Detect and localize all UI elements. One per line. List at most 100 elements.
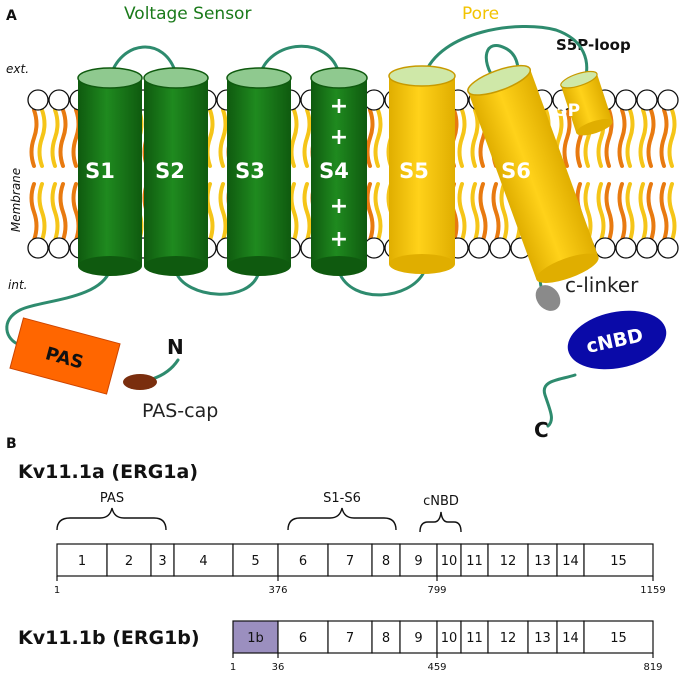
panel-a-label: A: [6, 8, 17, 24]
exon-label: 8: [382, 554, 390, 569]
ext-label: ext.: [6, 62, 29, 76]
membrane-label: Membrane: [9, 168, 23, 232]
exon-label: 14: [562, 554, 579, 569]
lipid-head: [48, 89, 70, 111]
exon-box: [583, 620, 654, 654]
exon-label: 7: [346, 631, 354, 646]
domain-pas-label: PAS: [100, 491, 124, 506]
s5p-loop-label: S5P-loop: [556, 36, 631, 54]
exon-box: [460, 620, 489, 654]
tick-label: 1159: [640, 585, 665, 596]
lipid-head: [657, 89, 679, 111]
helix-5p: [560, 70, 613, 136]
helix-s4: [310, 67, 368, 276]
cnbd-domain: cNBD: [567, 310, 667, 370]
helix-s5: [388, 65, 456, 274]
s2-label: S2: [155, 159, 185, 183]
kv11-1b-title: Kv11.1b (ERG1b): [18, 627, 200, 649]
exon-box: [277, 620, 329, 654]
exon-box: [487, 543, 529, 577]
helix-s3: [226, 67, 292, 276]
exon-label: 1b: [247, 631, 264, 646]
lipid-head: [615, 237, 637, 259]
tick-label: 459: [427, 662, 446, 673]
exon-box: [556, 620, 585, 654]
exon-box: [106, 543, 152, 577]
s4-charge-4: +: [330, 227, 348, 252]
exon-label: 6: [299, 631, 307, 646]
s3-label: S3: [235, 159, 265, 183]
pas-cap-label: PAS-cap: [142, 400, 218, 422]
exon-label: 1: [78, 554, 86, 569]
exon-label: 13: [534, 631, 551, 646]
exon-label: 14: [562, 631, 579, 646]
exon-box: [399, 543, 438, 577]
tick-label: 799: [427, 585, 446, 596]
s5-label: S5: [399, 159, 429, 183]
tick-label: 1: [230, 662, 236, 673]
lipid-head: [594, 237, 616, 259]
pas-cap-shape: [123, 374, 157, 390]
exon-label: 15: [610, 554, 627, 569]
exon-label: 13: [534, 554, 551, 569]
exon-label: 5: [251, 554, 259, 569]
exon-box: [232, 543, 279, 577]
c-terminus-label: C: [534, 418, 549, 442]
lipid-head: [27, 237, 49, 259]
exon-box: [583, 543, 654, 577]
exon-label: 11: [466, 554, 483, 569]
s4-label: S4: [319, 159, 349, 183]
helix-s2: [143, 67, 209, 276]
exon-box: [487, 620, 529, 654]
exon-label: 2: [125, 554, 133, 569]
lipid-head: [657, 237, 679, 259]
exon-box: [371, 543, 401, 577]
s4-charge-3: +: [330, 194, 348, 219]
exon-box: [460, 543, 489, 577]
pore-helix-label: 5P: [556, 101, 580, 121]
exon-label: 10: [441, 554, 458, 569]
exon-box: [277, 543, 329, 577]
lipid-head: [27, 89, 49, 111]
lipid-head: [636, 89, 658, 111]
domain-brackets: [56, 507, 462, 533]
lipid-head: [489, 237, 511, 259]
exon-label: 6: [299, 554, 307, 569]
c-linker-shape: [535, 285, 561, 311]
kv11-1a-title: Kv11.1a (ERG1a): [18, 461, 198, 483]
exon-label: 12: [500, 631, 517, 646]
exon-label: 10: [441, 631, 458, 646]
panel-b-label: B: [6, 436, 17, 452]
exon-label: 9: [414, 554, 422, 569]
exon-box: [327, 620, 373, 654]
exon-label: 9: [414, 631, 422, 646]
exon-label: 12: [500, 554, 517, 569]
exon-box: [436, 543, 462, 577]
s1-label: S1: [85, 159, 115, 183]
n-terminus-label: N: [167, 335, 184, 359]
s4-charge-2: +: [330, 125, 348, 150]
exon-label: 4: [199, 554, 207, 569]
s4-charge-1: +: [330, 94, 348, 119]
voltage-sensor-title: Voltage Sensor: [124, 4, 251, 24]
exon-label: 15: [610, 631, 627, 646]
lipid-head: [636, 237, 658, 259]
exon-box: [527, 620, 558, 654]
exon-label: 8: [382, 631, 390, 646]
s6-label: S6: [501, 159, 531, 183]
exon-label: 11: [466, 631, 483, 646]
exon-box: [399, 620, 438, 654]
lipid-head: [468, 237, 490, 259]
domain-s1-s6-label: S1-S6: [323, 491, 361, 506]
domain-cnbd-label: cNBD: [423, 494, 459, 509]
tick-label: 1: [54, 585, 60, 596]
kv11-1b-exon-row: 1b 6 7 8 9 10 11 12 13 14 15: [232, 620, 654, 654]
int-label: int.: [8, 278, 27, 292]
pore-title: Pore: [462, 4, 499, 24]
exon-label: 3: [158, 554, 166, 569]
exon-label: 7: [346, 554, 354, 569]
exon-box: [327, 543, 373, 577]
